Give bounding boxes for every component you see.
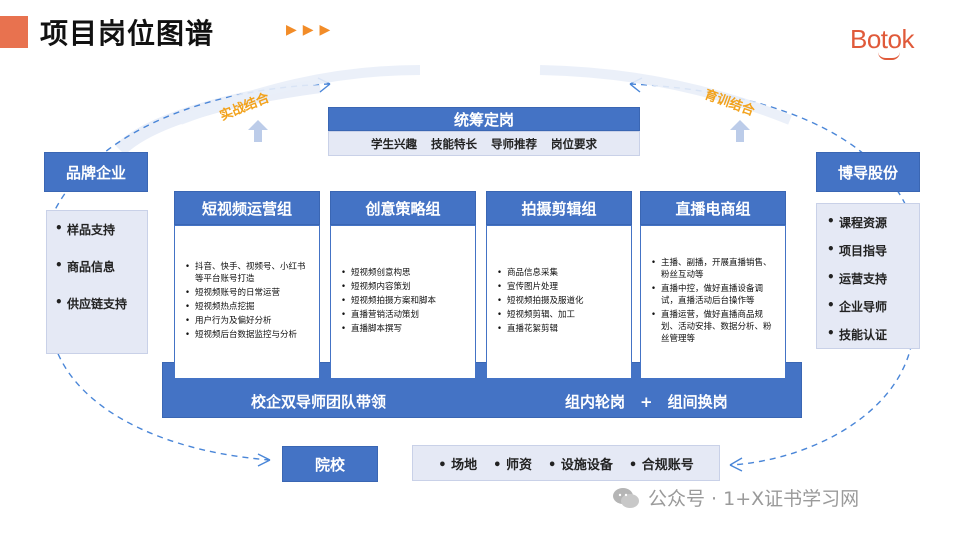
group-item: 用户行为及偏好分析 — [183, 316, 313, 328]
bottom-bar-left-label: 校企双导师团队带领 — [251, 393, 387, 411]
top-item: 导师推荐 — [491, 136, 537, 151]
left-item: 供应链支持 — [53, 295, 141, 312]
watermark: 公众号 · 1+X证书学习网 — [612, 484, 859, 511]
group-title: 短视频运营组 — [174, 191, 320, 225]
school-item: 设施设备 — [548, 454, 613, 473]
school-item: 场地 — [438, 454, 477, 473]
up-arrow-right — [730, 120, 750, 142]
group-item: 短视频拍摄及服道化 — [495, 296, 625, 308]
right-item: 运营支持 — [825, 270, 911, 287]
group-item: 直播营销活动策划 — [339, 310, 469, 322]
right-item: 课程资源 — [825, 214, 911, 231]
logo-smile-icon — [878, 52, 900, 60]
group-item: 主播、副播，开展直播销售、粉丝互动等 — [649, 258, 779, 282]
group-item: 短视频账号的日常运营 — [183, 288, 313, 300]
right-items: 课程资源 项目指导 运营支持 企业导师 技能认证 — [816, 203, 920, 349]
group-item: 短视频创意构思 — [339, 268, 469, 280]
group-body: 主播、副播，开展直播销售、粉丝互动等 直播中控，做好直播设备调试，直播活动后台操… — [640, 225, 786, 379]
right-item: 技能认证 — [825, 326, 911, 343]
group-item: 短视频内容策划 — [339, 282, 469, 294]
group-item: 抖音、快手、视频号、小红书等平台账号打造 — [183, 262, 313, 286]
botok-logo: Botok — [850, 24, 915, 54]
school-item: 合规账号 — [629, 454, 694, 473]
title-accent-bar — [0, 16, 28, 48]
group-item: 短视频后台数据监控与分析 — [183, 330, 313, 342]
top-box-title: 统筹定岗 — [328, 107, 640, 131]
group-item: 直播花絮剪辑 — [495, 324, 625, 336]
group-item: 宣传图片处理 — [495, 282, 625, 294]
watermark-text: 公众号 · 1+X证书学习网 — [648, 488, 860, 510]
top-item: 技能特长 — [431, 136, 477, 151]
left-title: 品牌企业 — [44, 152, 148, 192]
school-item: 师资 — [493, 454, 532, 473]
group-card: 创意策略组 短视频创意构思 短视频内容策划 短视频拍摄方案和脚本 直播营销活动策… — [330, 191, 476, 379]
group-item: 短视频剪辑、加工 — [495, 310, 625, 322]
group-body: 商品信息采集 宣传图片处理 短视频拍摄及服道化 短视频剪辑、加工 直播花絮剪辑 — [486, 225, 632, 379]
wechat-icon — [613, 487, 639, 508]
bottom-bar: 校企双导师团队带领 组内轮岗 + 组间换岗 — [162, 362, 802, 418]
bottom-bar-right-label: 组内轮岗 + 组间换岗 — [565, 393, 728, 411]
right-item: 项目指导 — [825, 242, 911, 259]
right-title: 博导股份 — [816, 152, 920, 192]
group-title: 直播电商组 — [640, 191, 786, 225]
group-item: 直播脚本撰写 — [339, 324, 469, 336]
top-item: 岗位要求 — [551, 136, 597, 151]
group-item: 直播中控，做好直播设备调试，直播活动后台操作等 — [649, 284, 779, 308]
left-item: 商品信息 — [53, 258, 141, 275]
group-card: 直播电商组 主播、副播，开展直播销售、粉丝互动等 直播中控，做好直播设备调试，直… — [640, 191, 786, 379]
left-item: 样品支持 — [53, 221, 141, 238]
group-card: 短视频运营组 抖音、快手、视频号、小红书等平台账号打造 短视频账号的日常运营 短… — [174, 191, 320, 379]
group-item: 直播运营，做好直播商品规划、活动安排、数据分析、粉丝管理等 — [649, 310, 779, 346]
top-box-items: 学生兴趣 技能特长 导师推荐 岗位要求 — [328, 131, 640, 156]
left-items: 样品支持 商品信息 供应链支持 — [46, 210, 148, 354]
group-title: 拍摄剪辑组 — [486, 191, 632, 225]
group-item: 商品信息采集 — [495, 268, 625, 280]
group-body: 抖音、快手、视频号、小红书等平台账号打造 短视频账号的日常运营 短视频热点挖掘 … — [174, 225, 320, 379]
title-arrows-icon: ▶▶▶ — [286, 22, 337, 38]
school-title: 院校 — [282, 446, 378, 482]
page-title: 项目岗位图谱 — [40, 17, 215, 50]
group-body: 短视频创意构思 短视频内容策划 短视频拍摄方案和脚本 直播营销活动策划 直播脚本… — [330, 225, 476, 379]
top-item: 学生兴趣 — [371, 136, 417, 151]
right-item: 企业导师 — [825, 298, 911, 315]
group-card: 拍摄剪辑组 商品信息采集 宣传图片处理 短视频拍摄及服道化 短视频剪辑、加工 直… — [486, 191, 632, 379]
group-item: 短视频热点挖掘 — [183, 302, 313, 314]
school-items: 场地 师资 设施设备 合规账号 — [412, 445, 720, 481]
up-arrow-left — [248, 120, 268, 142]
group-item: 短视频拍摄方案和脚本 — [339, 296, 469, 308]
group-title: 创意策略组 — [330, 191, 476, 225]
